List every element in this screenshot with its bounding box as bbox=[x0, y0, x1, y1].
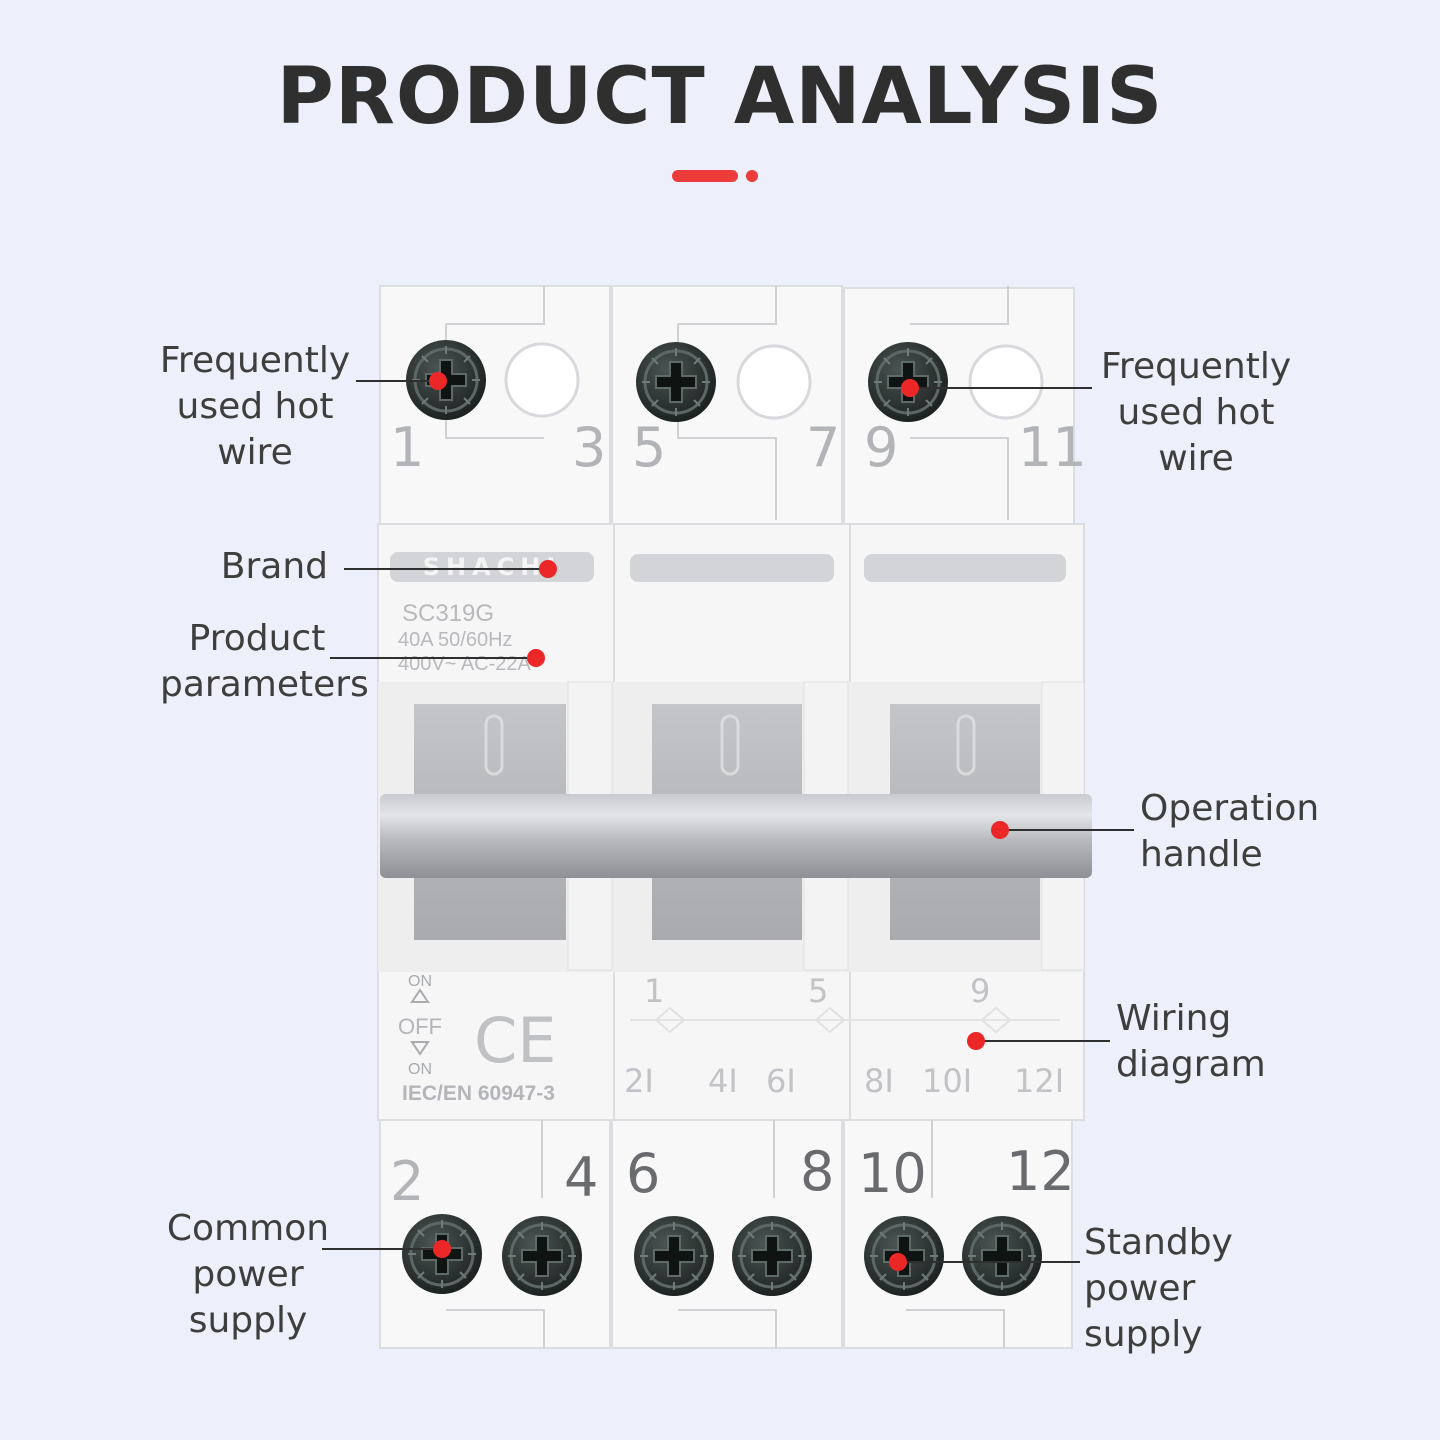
top-screw-5-icon bbox=[634, 340, 718, 424]
terminal-5: 5 bbox=[632, 416, 666, 479]
bottom-screw-8-icon bbox=[730, 1214, 814, 1298]
callout-operation-handle: Operation handle bbox=[1140, 788, 1320, 875]
diagram-label-12: 12I bbox=[1014, 1062, 1064, 1100]
dot-hot-wire-left bbox=[429, 372, 447, 390]
dot-standby-power bbox=[889, 1253, 907, 1271]
dot-handle bbox=[991, 821, 1009, 839]
rating-line-2: 400V~ AC-22A bbox=[398, 653, 532, 675]
dot-brand bbox=[539, 560, 557, 578]
wiring-diagram: 1 5 9 2I 4I 6I 8I 10I 12I bbox=[624, 972, 1064, 1100]
terminal-7: 7 bbox=[806, 416, 840, 479]
diagram-label-1: 1 bbox=[644, 972, 664, 1010]
callout-leaders bbox=[322, 380, 1134, 1263]
terminal-4: 4 bbox=[564, 1146, 598, 1209]
brand-logo: SHACHI bbox=[423, 553, 562, 581]
bottom-screw-12-icon bbox=[960, 1214, 1044, 1298]
dot-parameters bbox=[527, 649, 545, 667]
top-hole-7-icon bbox=[736, 344, 812, 420]
terminal-3: 3 bbox=[572, 416, 606, 479]
callout-common-power: Common power supply bbox=[166, 1208, 330, 1341]
top-terminal-block: 1 3 5 7 9 11 bbox=[379, 285, 1087, 527]
dot-hot-wire-right bbox=[901, 379, 919, 397]
terminal-11: 11 bbox=[1018, 416, 1087, 479]
breaker-body: SHACHI SC319G 40A 50/60Hz 400V~ AC-22A O… bbox=[377, 523, 1092, 1121]
standard-text: IEC/EN 60947-3 bbox=[402, 1082, 555, 1105]
dot-common-power bbox=[433, 1240, 451, 1258]
terminal-1: 1 bbox=[390, 416, 424, 479]
bottom-screw-6-icon bbox=[632, 1214, 716, 1298]
mark-on-bottom: ON bbox=[408, 1061, 432, 1078]
top-hole-11-icon bbox=[968, 344, 1044, 420]
terminal-8: 8 bbox=[800, 1140, 834, 1203]
diagram-label-8: 8I bbox=[864, 1062, 894, 1100]
callout-dots bbox=[429, 372, 1009, 1271]
rating-line-1: 40A 50/60Hz bbox=[398, 629, 513, 651]
model-number: SC319G bbox=[402, 600, 494, 627]
blank-plate-3 bbox=[864, 554, 1066, 582]
diagram-label-2: 2I bbox=[624, 1062, 654, 1100]
operation-handle[interactable] bbox=[380, 794, 1092, 878]
terminal-9: 9 bbox=[864, 416, 898, 479]
mark-off: OFF bbox=[398, 1014, 442, 1039]
page-title: PRODUCT ANALYSIS bbox=[276, 52, 1164, 142]
blank-plate-2 bbox=[630, 554, 834, 582]
dot-wiring bbox=[967, 1032, 985, 1050]
diagram-label-9: 9 bbox=[970, 972, 990, 1010]
top-hole-3-icon bbox=[504, 342, 580, 418]
callout-wiring-diagram: Wiring diagram bbox=[1116, 998, 1266, 1085]
callout-brand: Brand bbox=[220, 546, 328, 587]
terminal-12: 12 bbox=[1006, 1140, 1075, 1203]
title-accent-dot bbox=[746, 170, 758, 182]
ce-mark: CE bbox=[474, 1004, 556, 1077]
terminal-10: 10 bbox=[858, 1142, 927, 1205]
callout-hot-wire-right: Frequently used hot wire bbox=[1100, 346, 1292, 479]
diagram-label-5: 5 bbox=[808, 972, 828, 1010]
diagram-label-4: 4I bbox=[708, 1062, 738, 1100]
bottom-screw-4-icon bbox=[500, 1214, 584, 1298]
callout-standby-power: Standby power supply bbox=[1084, 1222, 1233, 1355]
terminal-6: 6 bbox=[626, 1142, 660, 1205]
mark-on-top: ON bbox=[408, 973, 432, 990]
terminal-2: 2 bbox=[390, 1150, 424, 1213]
title-accent-bar bbox=[672, 170, 738, 182]
callout-hot-wire-left: Frequently used hot wire bbox=[159, 340, 351, 473]
diagram-label-6: 6I bbox=[766, 1062, 796, 1100]
callout-product-parameters: Product parameters bbox=[160, 618, 369, 705]
bottom-terminal-block: 2 4 6 8 10 12 bbox=[379, 1119, 1075, 1349]
diagram-label-10: 10I bbox=[922, 1062, 972, 1100]
